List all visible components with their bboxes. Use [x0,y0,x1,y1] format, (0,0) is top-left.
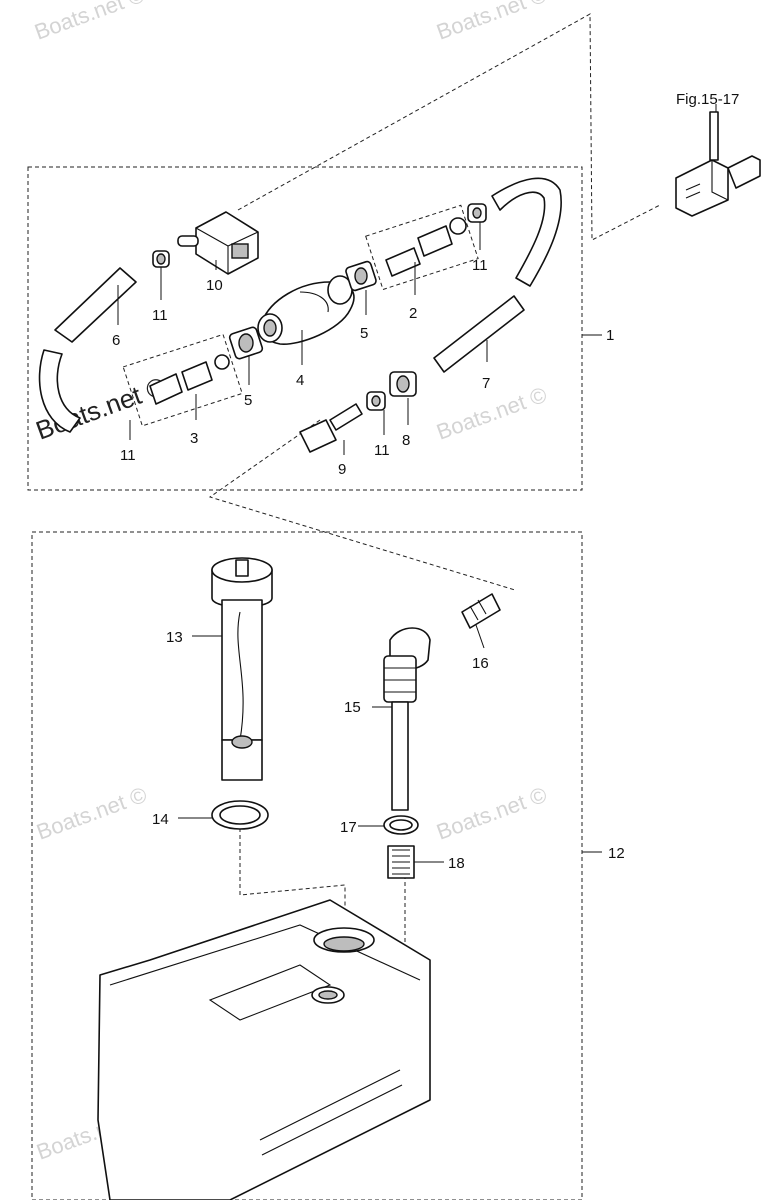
fuel-hose-upper [491,177,562,287]
washer-11-lower [366,391,386,411]
callout-11: 11 [472,257,488,274]
callout-4: 4 [296,372,304,389]
callout-2: 2 [409,305,417,322]
callout-7: 7 [482,375,490,392]
callout-10: 10 [206,277,223,294]
fuel-hose-7 [433,295,525,373]
callout-6: 6 [112,332,120,349]
engine-fuel-connector [675,111,761,217]
callout-labels: Fig.15-17 1 2 3 4 5 5 6 7 8 9 10 11 11 1… [112,91,739,872]
callout-8: 8 [402,432,410,449]
watermark: Boats.net © [31,0,148,45]
filter-18 [387,845,415,879]
fuel-tank-12 [97,899,431,1200]
callout-leaders [117,104,717,863]
callout-1: 1 [606,327,614,344]
clamp-5-left [228,326,264,360]
washer-11-upper-right [467,203,487,223]
connector-line-meter [239,828,346,925]
callout-9: 9 [338,461,346,478]
fuel-gauge-13 [211,557,273,781]
callout-5: 5 [244,392,252,409]
connector-3 [122,333,243,427]
callout-5: 5 [360,325,368,342]
group-box-fuel-tank [31,531,583,1200]
fitting-9 [299,403,363,453]
connector-2 [365,204,479,291]
callout-11: 11 [152,307,168,324]
callout-12: 12 [608,845,625,862]
watermark: Boats.net © [433,782,550,845]
clamp-5-right [345,260,377,292]
connector-line-engine [237,13,661,241]
washer-11-upper-left [152,250,170,268]
callout-11: 11 [120,447,136,464]
callout-11: 11 [374,442,390,459]
clamp-8 [389,371,417,397]
group-box-fuel-line [27,166,583,491]
primer-bulb-4 [257,275,355,345]
watermark: Boats.net © [33,782,150,845]
fitting-16 [461,593,501,629]
callout-14: 14 [152,811,169,828]
callout-3: 3 [190,430,198,447]
callout-16: 16 [472,655,489,672]
watermark: Boats.net © [433,382,550,445]
callout-13: 13 [166,629,183,646]
callout-17: 17 [340,819,357,836]
callout-15: 15 [344,699,361,716]
o-ring-17 [383,815,419,835]
o-ring-14 [211,800,269,830]
figure-reference-label: Fig.15-17 [676,91,739,108]
connector-line-tank [208,419,516,591]
fuel-pickup-15 [383,627,431,811]
watermark: Boats.net © [433,0,550,45]
fuel-fitting-10 [177,211,259,275]
callout-18: 18 [448,855,465,872]
fuel-hose-6 [38,267,137,433]
